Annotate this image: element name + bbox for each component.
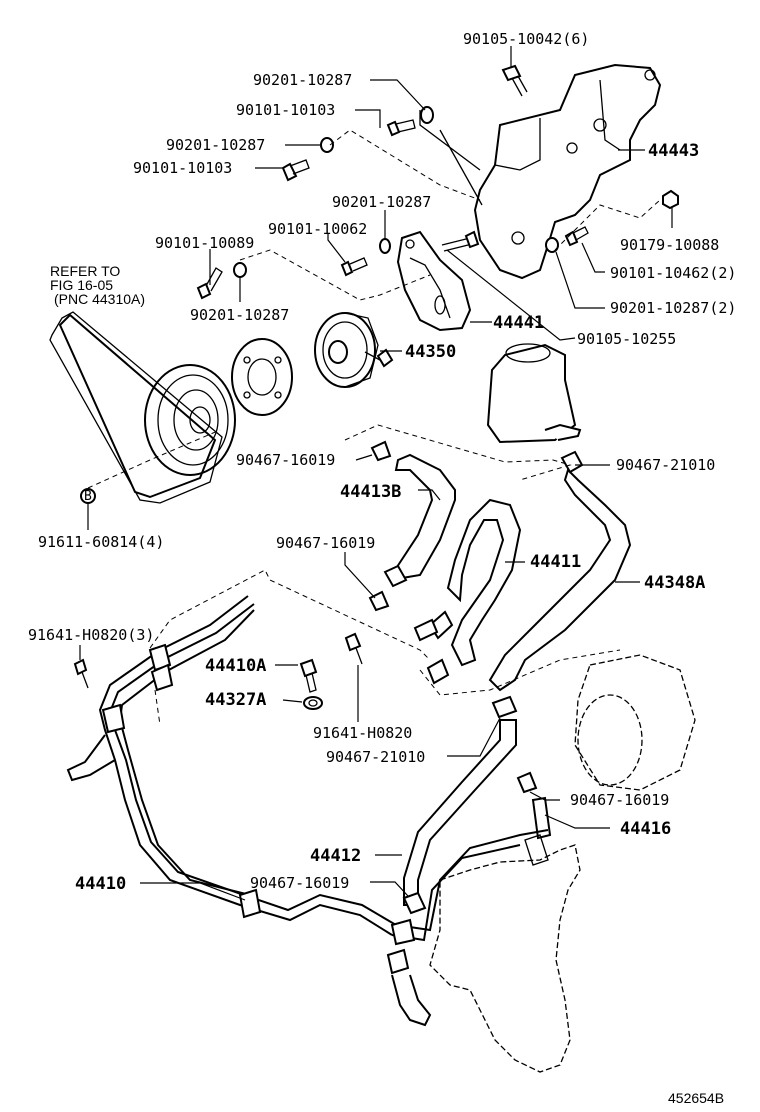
- bolt-90101-10062: [340, 257, 368, 277]
- nut-90179-10088: [662, 189, 679, 210]
- washer-90201-c: [379, 238, 391, 254]
- label-90201-10287-c: 90201-10287: [332, 193, 431, 211]
- oil-pump: [574, 654, 696, 791]
- hose-44411: [413, 498, 522, 685]
- dashed-guides: [87, 129, 661, 726]
- clamp-90467-16019-d: [402, 891, 427, 915]
- label-90467-16019-b: 90467-16019: [276, 534, 375, 552]
- label-90467-16019-d: 90467-16019: [250, 874, 349, 892]
- label-91611-60814: 91611-60814(4): [38, 533, 164, 551]
- label-44441: 44441: [493, 313, 544, 333]
- label-90101-10062: 90101-10062: [268, 220, 367, 238]
- svg-text:B: B: [84, 489, 92, 504]
- label-refer-line3: (PNC 44310A): [54, 291, 145, 307]
- label-44443: 44443: [648, 141, 699, 161]
- hose-44413b: [383, 453, 456, 588]
- label-44410a: 44410A: [205, 656, 266, 676]
- label-refer-line1: REFER TO: [50, 263, 120, 279]
- bolt-91641-h0820-3: [73, 658, 89, 689]
- label-90101-10089: 90101-10089: [155, 234, 254, 252]
- pulley-44350: [314, 312, 379, 388]
- label-90467-16019-c: 90467-16019: [570, 791, 669, 809]
- label-90201-10287-b: 90201-10287: [166, 136, 265, 154]
- crank-pulley: [144, 364, 236, 476]
- label-90101-10462: 90101-10462(2): [610, 264, 736, 282]
- label-90201-10287-e: 90201-10287(2): [610, 299, 736, 317]
- label-90467-16019-a: 90467-16019: [236, 451, 335, 469]
- bolt-90101-10089: [196, 267, 223, 300]
- label-90179-10088: 90179-10088: [620, 236, 719, 254]
- drive-belt: [49, 311, 223, 504]
- label-90201-10287-d: 90201-10287: [190, 306, 289, 324]
- label-90201-10287-a: 90201-10287: [253, 71, 352, 89]
- part-labels: 90105-10042(6) 90201-10287 90101-10103 9…: [28, 30, 736, 1106]
- leader-lines: [79, 46, 673, 901]
- label-44348a: 44348A: [644, 573, 705, 593]
- label-44411: 44411: [530, 552, 581, 572]
- label-44412: 44412: [310, 846, 361, 866]
- steering-gear: [429, 844, 581, 1073]
- clamp-90467-21010-a: [560, 450, 584, 474]
- label-90101-10103-b: 90101-10103: [133, 159, 232, 177]
- washer-90201-e: [545, 237, 559, 253]
- bolt-90105-10042: [501, 64, 528, 97]
- clamp-90467-16019-c: [516, 771, 538, 794]
- label-refer-line2: FIG 16-05: [50, 277, 113, 293]
- label-90105-10255: 90105-10255: [577, 330, 676, 348]
- label-90467-21010-a: 90467-21010: [616, 456, 715, 474]
- bolt-91611-60814: B: [80, 488, 96, 504]
- label-44410: 44410: [75, 874, 126, 894]
- washer-90201-b: [320, 137, 334, 153]
- label-44350: 44350: [405, 342, 456, 362]
- figure-id: 452654B: [668, 1090, 724, 1106]
- label-90105-10042: 90105-10042(6): [463, 30, 589, 48]
- tube-44410: [66, 595, 549, 1027]
- reservoir: [486, 343, 582, 444]
- bolt-90101-10103-b: [281, 159, 310, 182]
- bracket-44441: [396, 230, 472, 332]
- bolt-90101-10103-a: [386, 119, 416, 137]
- washer-90201-d: [233, 262, 247, 278]
- label-91641-h0820-3: 91641-H0820(3): [28, 626, 154, 644]
- gasket-44327a: [303, 696, 323, 710]
- clamp-90467-16019-b: [368, 590, 390, 612]
- bolt-44410a: [299, 658, 318, 693]
- hub-plate: [231, 338, 293, 416]
- union-44416: [524, 796, 552, 866]
- hose-44348a: [488, 468, 632, 692]
- label-44327a: 44327A: [205, 690, 266, 710]
- label-90101-10103-a: 90101-10103: [236, 101, 335, 119]
- clamp-90467-16019-a: [370, 440, 392, 462]
- bolt-90105-10255: [441, 230, 480, 252]
- label-44416: 44416: [620, 819, 671, 839]
- washer-90201-a: [420, 106, 434, 124]
- bolt-91641-h0820: [344, 632, 363, 665]
- label-44413b: 44413B: [340, 482, 401, 502]
- label-91641-h0820: 91641-H0820: [313, 724, 412, 742]
- label-90467-21010-b: 90467-21010: [326, 748, 425, 766]
- bolt-90101-10462: [564, 226, 589, 247]
- bolt-44350: [364, 348, 394, 368]
- clamp-90467-21010-b: [491, 695, 518, 719]
